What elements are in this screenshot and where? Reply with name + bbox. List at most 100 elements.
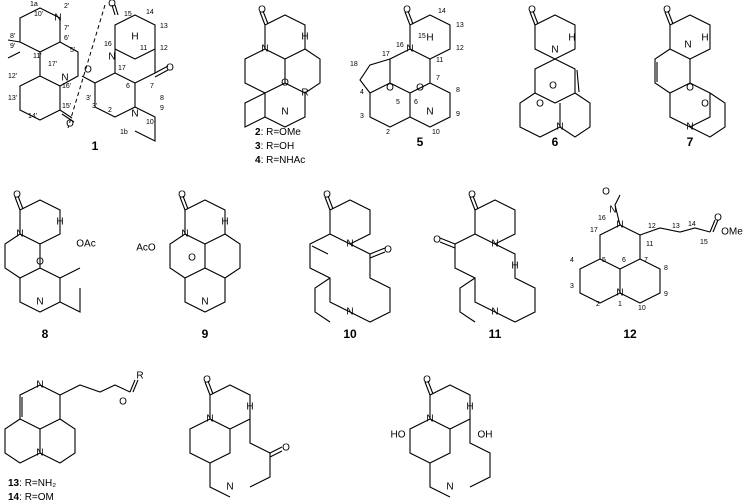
atom-n: N: [261, 44, 268, 55]
svg-text:15: 15: [700, 239, 708, 246]
svg-text:3': 3': [86, 95, 91, 102]
svg-text:6: 6: [622, 257, 626, 264]
svg-text:17: 17: [118, 65, 126, 72]
atom-n: N: [36, 448, 43, 459]
structure-1-position-labels: 1a 10' 11' 12' 13' 14' 15' 16' 17' 8' 9'…: [8, 1, 168, 136]
svg-text:9: 9: [456, 111, 460, 118]
svg-text:16': 16': [62, 83, 71, 90]
atom-aco: AcO: [136, 243, 156, 254]
atom-o: O: [423, 375, 431, 386]
atom-o: O: [714, 213, 722, 224]
svg-text:14: 14: [146, 9, 154, 16]
atom-n: N: [201, 297, 208, 308]
svg-text:15': 15': [62, 103, 71, 110]
svg-text:11: 11: [436, 57, 443, 64]
svg-text:17: 17: [590, 227, 598, 234]
svg-text:9': 9': [10, 43, 15, 50]
svg-text:13: 13: [456, 22, 464, 29]
structure-bottom-right: O N H HO OH N: [391, 375, 493, 498]
svg-text:6: 6: [126, 83, 130, 90]
atom-r: R: [301, 88, 308, 99]
atom-o: O: [84, 65, 92, 76]
atom-o: O: [549, 81, 557, 92]
svg-text:11: 11: [646, 241, 653, 248]
atom-o: O: [536, 99, 544, 110]
compound-number-8: 8: [42, 327, 49, 341]
atom-o: O: [663, 5, 671, 16]
atom-n: N: [36, 297, 43, 308]
svg-text:8: 8: [664, 265, 668, 272]
structure-11: O N H O N 11: [433, 190, 536, 341]
svg-text:18: 18: [350, 61, 358, 68]
atom-o: O: [108, 0, 116, 10]
atom-o: O: [433, 235, 441, 246]
structure-2: O N H O R N 2: R=OMe 3: R=OH 4: R=NHAc: [244, 5, 321, 166]
structure-5-position-labels: 15 14 13 16 12 11 17 18 7 6 8 9 10 5 4 3…: [350, 8, 464, 136]
svg-text:12: 12: [160, 45, 168, 52]
atom-n: N: [491, 307, 498, 318]
atom-n: N: [616, 220, 623, 231]
svg-text:5: 5: [396, 99, 400, 106]
atom-n: N: [686, 122, 693, 133]
svg-text:4: R=NHAc: 4: R=NHAc: [255, 155, 305, 166]
atom-oh: OH: [478, 430, 493, 441]
compound-number-7: 7: [687, 135, 694, 149]
svg-text:3': 3': [92, 103, 97, 110]
svg-text:3: 3: [360, 113, 364, 120]
svg-text:12: 12: [456, 45, 464, 52]
svg-text:9: 9: [160, 105, 164, 112]
atom-o: O: [686, 83, 694, 94]
svg-text:14: 14: [438, 8, 446, 15]
svg-text:16: 16: [598, 215, 606, 222]
svg-text:2: 2: [108, 107, 112, 114]
compound-number-12: 12: [623, 327, 637, 341]
svg-text:14: R=OM: 14: R=OM: [8, 492, 54, 500]
structure-12: N N O O OMe N 16 17 12 13 14 15 11 6 5 4…: [570, 187, 743, 342]
svg-text:5': 5': [70, 47, 75, 54]
svg-text:7': 7': [64, 25, 69, 32]
compound-number-10: 10: [343, 327, 357, 341]
svg-text:8': 8': [10, 33, 15, 40]
svg-text:4: 4: [570, 257, 574, 264]
atom-h: H: [221, 217, 228, 228]
svg-text:7: 7: [644, 257, 648, 264]
atom-h: H: [466, 402, 473, 413]
svg-text:6': 6': [64, 35, 69, 42]
svg-text:2: R=OMe: 2: R=OMe: [255, 127, 301, 138]
atom-h: H: [131, 32, 138, 43]
svg-text:1: 1: [618, 301, 622, 308]
svg-text:3: 3: [570, 283, 574, 290]
atom-o: O: [386, 83, 394, 94]
svg-text:12: 12: [648, 223, 656, 230]
compound-number-5: 5: [417, 135, 424, 149]
atom-h: H: [426, 33, 433, 44]
atom-n: N: [684, 40, 691, 51]
atom-o: O: [403, 5, 411, 16]
svg-text:11: 11: [140, 45, 147, 52]
svg-text:7: 7: [150, 83, 154, 90]
svg-text:13: R=NH₂: 13: R=NH₂: [8, 478, 56, 489]
svg-text:4: 4: [360, 89, 364, 96]
svg-text:1a: 1a: [30, 1, 38, 8]
structure-7: O N H O O N 7: [654, 5, 726, 149]
structure-5: O N H O O N 15 14 13 16 12 11 17 18 7 6 …: [350, 5, 464, 150]
atom-n: N: [616, 288, 623, 299]
atom-n: N: [54, 13, 61, 24]
atom-o: O: [416, 83, 424, 94]
svg-text:11': 11': [33, 53, 42, 60]
atom-o: O: [384, 245, 392, 256]
structure-10: O N O N 10: [309, 190, 392, 341]
atom-n: N: [226, 482, 233, 493]
svg-text:16: 16: [396, 42, 404, 49]
svg-text:14': 14': [28, 113, 37, 120]
atom-n: N: [16, 229, 23, 240]
atom-o: O: [119, 397, 127, 408]
atom-h: H: [246, 402, 253, 413]
svg-text:9: 9: [664, 291, 668, 298]
atom-h: H: [56, 217, 63, 228]
svg-text:2: 2: [596, 301, 600, 308]
atom-n: N: [551, 45, 558, 56]
compound-number-1: 1: [92, 139, 99, 153]
atom-n: N: [609, 205, 616, 216]
